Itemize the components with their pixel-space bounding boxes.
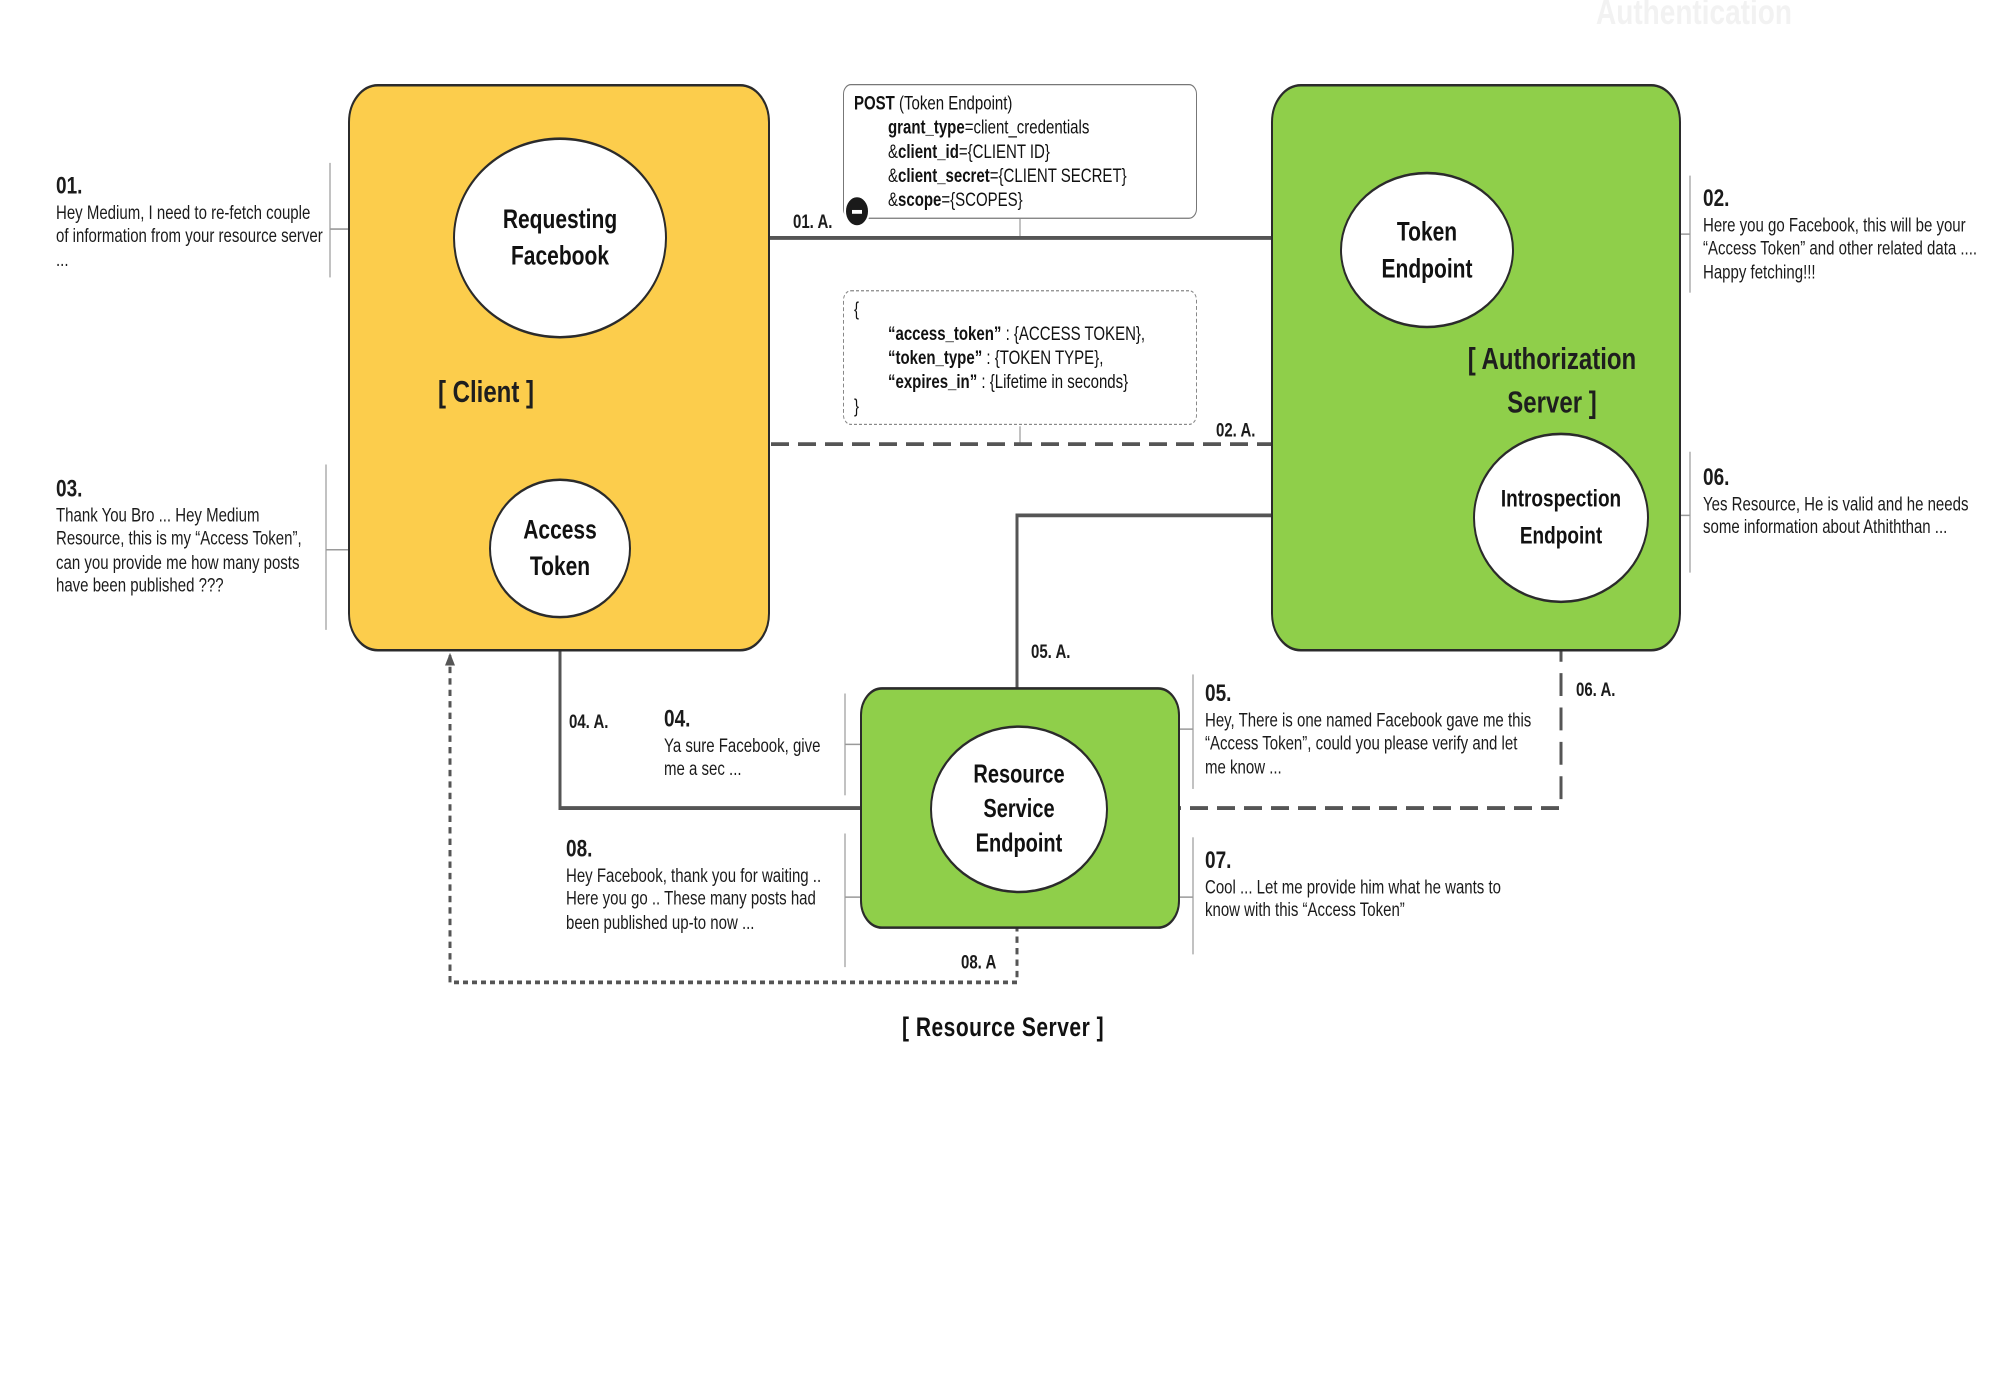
note-03: 03.Thank You Bro ... Hey Medium Resource… bbox=[56, 475, 302, 597]
note-07: 07.Cool ... Let me provide him what he w… bbox=[1205, 847, 1501, 922]
flow-label-05a: 05. A. bbox=[1031, 641, 1071, 663]
note-02: 02.Here you go Facebook, this will be yo… bbox=[1703, 185, 1978, 284]
flow-04-line bbox=[558, 617, 929, 815]
flow-label-08a: 08. A bbox=[961, 951, 997, 974]
note-05: 05.Hey, There is one named Facebook gave… bbox=[1205, 680, 1532, 779]
flow-label-06a: 06. A. bbox=[1576, 679, 1616, 702]
flow-06-line bbox=[1108, 604, 1563, 815]
client-label: [ Client ] bbox=[438, 375, 534, 410]
token-request-box: POST (Token Endpoint) grant_type=client_… bbox=[843, 83, 1197, 219]
note-06: 06.Yes Resource, He is valid and he need… bbox=[1703, 464, 1969, 539]
flow-02-line bbox=[555, 328, 1429, 476]
zoom-out-icon[interactable] bbox=[844, 194, 870, 228]
faded-header-title: Authentication bbox=[1596, 0, 1792, 32]
resource-server-label: [ Resource Server ] bbox=[902, 1012, 1105, 1043]
note-04: 04.Ya sure Facebook, give me a sec ... bbox=[664, 706, 821, 781]
note-08: 08.Hey Facebook, thank you for waiting .… bbox=[566, 836, 822, 934]
flow-label-02a: 02. A. bbox=[1216, 419, 1256, 442]
token-response-box: { “access_token” : {ACCESS TOKEN}, “toke… bbox=[843, 290, 1197, 426]
flow-label-01a: 01. A. bbox=[793, 211, 833, 233]
flow-08-line bbox=[445, 652, 1019, 985]
authorization-server-label: [ Authorization Server ] bbox=[1467, 342, 1637, 420]
note-01: 01.Hey Medium, I need to re-fetch couple… bbox=[56, 173, 323, 271]
flow-label-04a: 04. A. bbox=[569, 711, 609, 733]
